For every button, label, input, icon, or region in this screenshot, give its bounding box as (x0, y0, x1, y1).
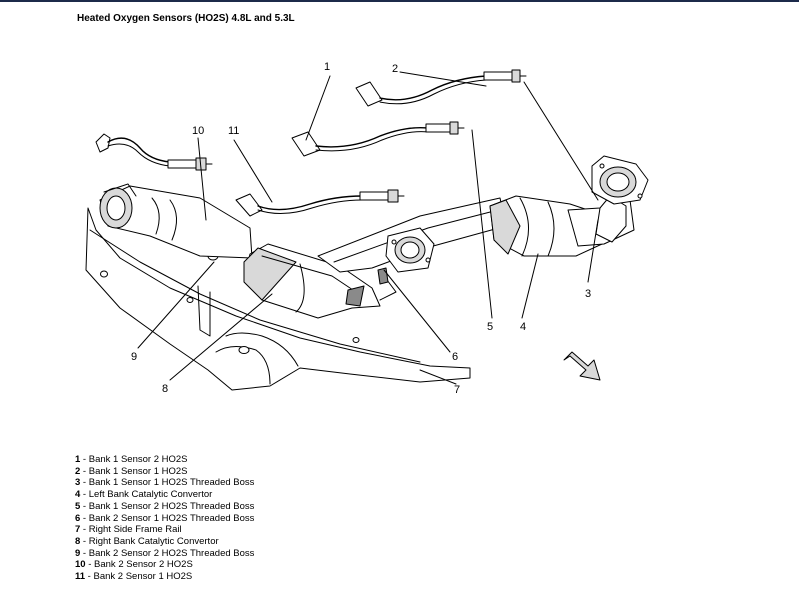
legend-item: 4 - Left Bank Catalytic Convertor (75, 489, 213, 501)
center-flange (377, 227, 435, 285)
legend-text: Bank 1 Sensor 2 HO2S (88, 454, 188, 465)
legend-num: 8 (75, 535, 81, 547)
callout-5: 5 (487, 321, 493, 333)
legend-text: Bank 2 Sensor 1 HO2S Threaded Boss (88, 512, 255, 524)
legend-text: Bank 1 Sensor 2 HO2S Threaded Boss (88, 500, 255, 512)
upper-flange (591, 155, 649, 243)
callout-8: 8 (162, 383, 168, 395)
legend-num: 2 (75, 465, 81, 477)
legend-text: Left Bank Catalytic Convertor (88, 489, 213, 501)
legend-item: 7 - Right Side Frame Rail (75, 524, 182, 536)
callout-1: 1 (324, 61, 330, 73)
legend-text: Bank 2 Sensor 2 HO2S (94, 559, 193, 571)
legend-num: 1 (75, 454, 81, 465)
right-bank-catalytic-convertor (243, 243, 381, 319)
top-rule (0, 0, 799, 2)
legend-num: 5 (75, 500, 81, 512)
legend-item: 6 - Bank 2 Sensor 1 HO2S Threaded Boss (75, 512, 255, 524)
legend-text: Bank 1 Sensor 1 HO2S (88, 465, 188, 477)
diagram-title: Heated Oxygen Sensors (HO2S) 4.8L and 5.… (77, 13, 295, 24)
sensor-2-assembly (355, 69, 527, 107)
legend-text: Right Side Frame Rail (88, 524, 182, 536)
legend-text: Bank 2 Sensor 2 HO2S Threaded Boss (88, 547, 255, 559)
legend-item: 9 - Bank 2 Sensor 2 HO2S Threaded Boss (75, 547, 255, 559)
legend-item: 5 - Bank 1 Sensor 2 HO2S Threaded Boss (75, 500, 255, 512)
right-bank-pipe (99, 183, 253, 259)
callout-6: 6 (452, 351, 458, 363)
callout-10: 10 (192, 125, 204, 137)
legend-num: 11 (75, 571, 86, 583)
callout-9: 9 (131, 351, 137, 363)
legend-num: 6 (75, 512, 81, 524)
legend-num: 9 (75, 547, 81, 559)
legend-text: Bank 2 Sensor 1 HO2S (93, 571, 193, 583)
direction-arrow-icon (563, 351, 601, 381)
legend-item: 10 - Bank 2 Sensor 2 HO2S (75, 559, 193, 571)
legend-item: 2 - Bank 1 Sensor 1 HO2S (75, 465, 188, 477)
legend-num: 7 (75, 524, 81, 536)
legend-item: 1 - Bank 1 Sensor 2 HO2S (75, 454, 188, 465)
exhaust-diagram: 1 2 3 4 5 6 7 8 9 10 11 (85, 61, 649, 396)
callout-2: 2 (392, 63, 398, 75)
legend-num: 10 (75, 559, 86, 571)
legend-list: 1 - Bank 1 Sensor 2 HO2S 2 - Bank 1 Sens… (75, 454, 254, 583)
frame-rail (85, 207, 471, 391)
legend-text: Right Bank Catalytic Convertor (88, 535, 219, 547)
callout-3: 3 (585, 288, 591, 300)
legend-text: Bank 1 Sensor 1 HO2S Threaded Boss (88, 477, 255, 489)
legend-item: 8 - Right Bank Catalytic Convertor (75, 535, 219, 547)
legend-item: 11 - Bank 2 Sensor 1 HO2S (75, 571, 193, 583)
callout-11: 11 (228, 125, 239, 137)
callout-7: 7 (454, 384, 460, 396)
sensor-10-assembly (95, 133, 213, 171)
callout-4: 4 (520, 321, 526, 333)
legend-num: 3 (75, 477, 81, 489)
sensor-11-assembly (235, 189, 405, 217)
leader-lines (137, 71, 599, 385)
legend-num: 4 (75, 489, 81, 501)
sensor-1-assembly (291, 121, 465, 157)
legend-item: 3 - Bank 1 Sensor 1 HO2S Threaded Boss (75, 477, 255, 489)
